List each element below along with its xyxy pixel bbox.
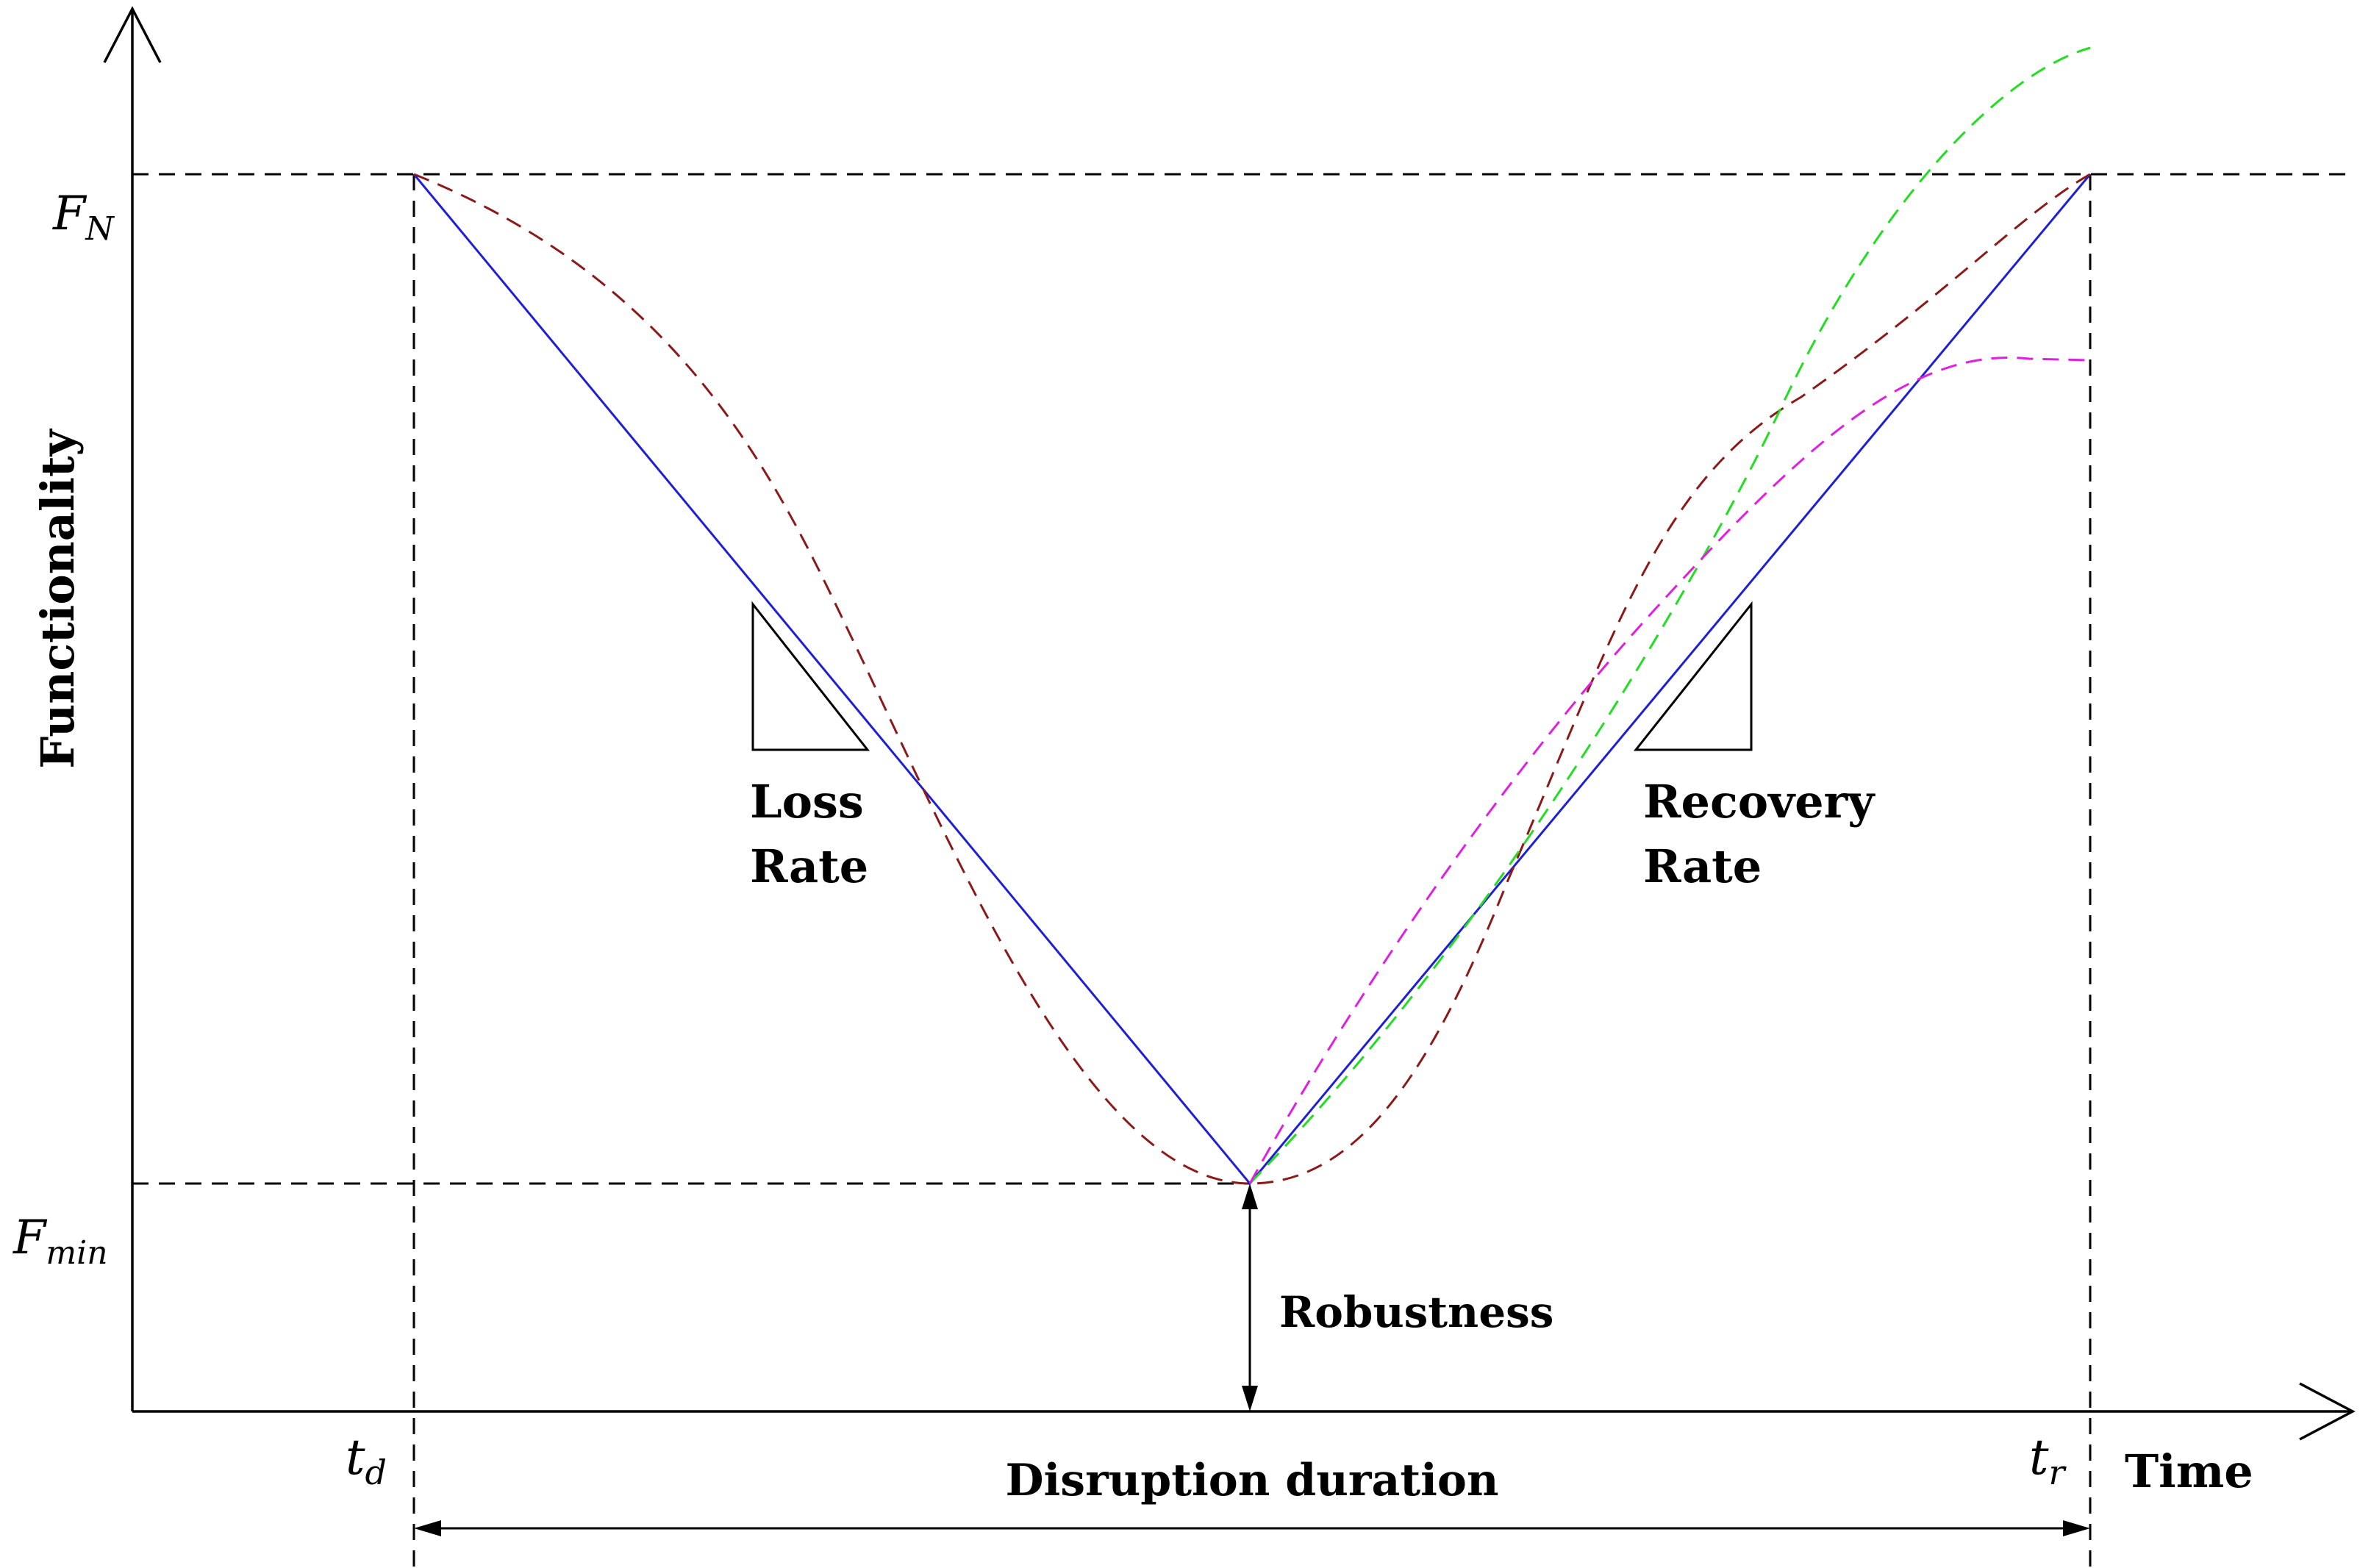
tr-label-base: t xyxy=(2029,1429,2049,1486)
recovery-rate-label-line1: Recovery xyxy=(1643,775,1876,828)
fmin-label-sub: min xyxy=(46,1234,107,1272)
robustness-arrowhead-up xyxy=(1242,1184,1258,1209)
fmin-label: Fmin xyxy=(12,1211,108,1272)
guide-lines xyxy=(132,173,2353,1568)
loss-rate-label: Loss Rate xyxy=(750,775,879,893)
loss-rate-label-line1: Loss xyxy=(750,775,864,828)
fn-label-sub: N xyxy=(85,210,115,248)
duration-arrowhead-right xyxy=(2063,1520,2090,1536)
robustness-arrowhead-down xyxy=(1242,1386,1258,1411)
y-axis-label: Functionality xyxy=(31,428,85,768)
tr-label: tr xyxy=(2029,1429,2067,1492)
x-axis-label: Time xyxy=(2125,1445,2253,1498)
linear-path xyxy=(412,173,2092,1186)
x-axis-arrowhead xyxy=(2299,1382,2356,1441)
td-label-sub: d xyxy=(365,1453,387,1492)
y-axis-arrowhead xyxy=(103,6,162,63)
axes xyxy=(103,6,2356,1441)
loss-rate-label-line2: Rate xyxy=(750,840,868,893)
recovery-rate-triangle xyxy=(1633,601,1753,751)
green-path xyxy=(1248,46,2091,1185)
td-label: td xyxy=(346,1429,387,1492)
functionality-paths xyxy=(412,46,2092,1186)
recovery-rate-label-line2: Rate xyxy=(1643,840,1762,893)
loss-rate-triangle xyxy=(751,601,870,751)
fn-label-base: F xyxy=(52,187,87,241)
tr-label-sub: r xyxy=(2049,1453,2067,1492)
magenta-path xyxy=(1248,357,2091,1184)
brown-path xyxy=(413,173,2091,1185)
fn-label: FN xyxy=(52,187,115,248)
disruption-duration-label: Disruption duration xyxy=(1005,1455,1498,1506)
fmin-label-base: F xyxy=(12,1211,48,1265)
recovery-rate-label: Recovery Rate xyxy=(1643,775,1890,893)
rate-triangles xyxy=(751,601,1753,751)
robustness-label: Robustness xyxy=(1279,1287,1553,1337)
td-label-base: t xyxy=(346,1429,365,1486)
duration-arrow xyxy=(414,1520,2090,1536)
robustness-arrow xyxy=(1242,1184,1258,1411)
duration-arrowhead-left xyxy=(414,1520,441,1536)
